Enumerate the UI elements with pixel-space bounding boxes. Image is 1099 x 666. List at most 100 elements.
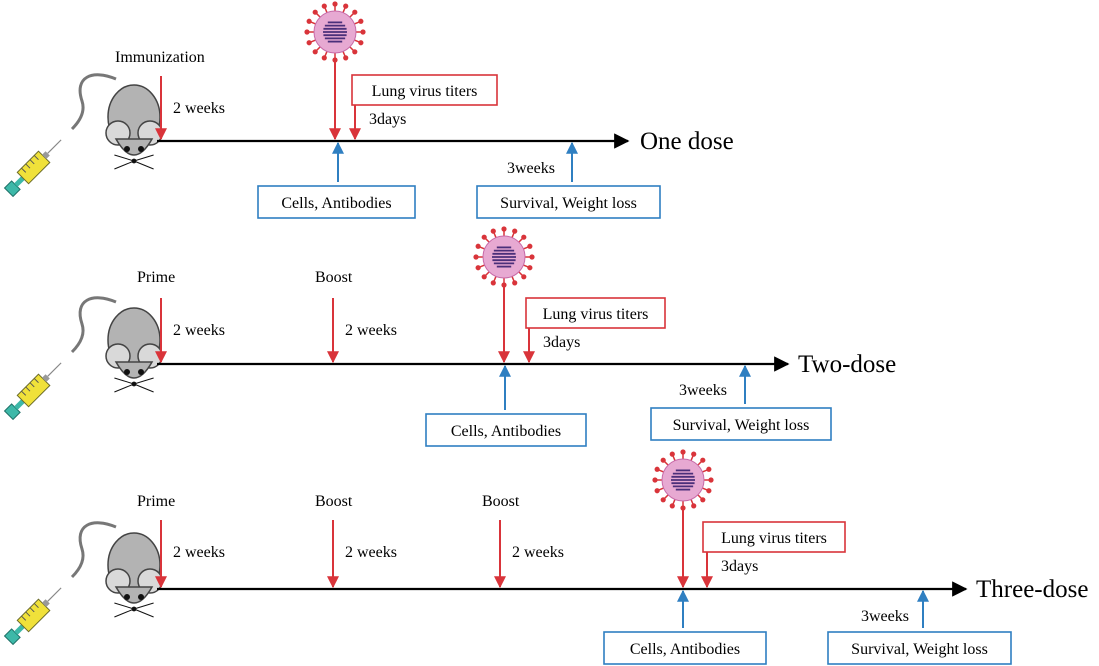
- virus-spike-tip: [343, 3, 349, 9]
- virus-spike-tip: [352, 9, 358, 15]
- virus-spike-tip: [669, 451, 675, 457]
- survival-interval: 3weeks: [679, 382, 727, 399]
- cells-antibodies-box-label: Cells, Antibodies: [451, 423, 561, 440]
- dose-interval: 2 weeks: [512, 544, 564, 561]
- syringe-needle: [47, 139, 62, 154]
- syringe-tick: [33, 603, 39, 609]
- syringe-needle: [47, 587, 62, 602]
- mouse-tail: [70, 296, 117, 354]
- survival-weight-box: Survival, Weight loss: [827, 631, 1012, 665]
- cells-antibodies-box-frame: [257, 185, 416, 219]
- virus-spike-tip: [475, 243, 481, 249]
- virus-spike-tip: [680, 505, 686, 511]
- mouse-eye: [138, 146, 144, 152]
- lung-titer-box-label: Lung virus titers: [721, 530, 827, 547]
- virus-spike-tip: [706, 488, 712, 494]
- survival-weight-box: Survival, Weight loss: [476, 185, 661, 219]
- mouse-whisker: [114, 154, 135, 162]
- syringe-tick: [25, 386, 31, 392]
- dose-label: Boost: [315, 269, 353, 286]
- syringe-plunger-cap: [3, 403, 21, 421]
- titer-interval: 3days: [543, 334, 580, 351]
- cells-antibodies-box: Cells, Antibodies: [603, 631, 767, 665]
- survival-weight-box-frame: [476, 185, 661, 219]
- dose-interval: 2 weeks: [345, 322, 397, 339]
- syringe-tick: [25, 611, 31, 617]
- virus-spike-tip: [343, 55, 349, 61]
- dose-label: Boost: [482, 493, 520, 510]
- syringe-tip: [42, 151, 50, 159]
- virus-spike-tip: [700, 497, 706, 503]
- mouse-whisker: [114, 602, 135, 610]
- syringe-tick: [25, 163, 31, 169]
- syringe-tick: [21, 167, 27, 173]
- dose-interval: 2 weeks: [173, 544, 225, 561]
- virus-spike-tip: [490, 228, 496, 234]
- syringe-tick: [21, 390, 27, 396]
- virus-spike-tip: [501, 226, 507, 232]
- dose-label: Prime: [137, 493, 175, 510]
- syringe-tick: [21, 615, 27, 621]
- mouse-tail: [70, 521, 117, 579]
- syringe-tick: [29, 159, 35, 165]
- virus-spike-tip: [358, 18, 364, 24]
- virus-spike-tip: [660, 497, 666, 503]
- syringe-tip: [42, 599, 50, 607]
- virus-spike-tip: [669, 503, 675, 509]
- syringe-tick: [33, 155, 39, 161]
- mouse-tail: [70, 73, 117, 131]
- virus-spike-tip: [481, 234, 487, 240]
- mouse-icon: [70, 296, 163, 393]
- cells-antibodies-box-label: Cells, Antibodies: [281, 195, 391, 212]
- mouse-whisker: [114, 608, 135, 618]
- virus-spike-tip: [501, 282, 507, 288]
- mouse-whisker: [114, 383, 135, 393]
- virus-spike-tip: [332, 1, 338, 7]
- virus-spike-tip: [708, 477, 714, 483]
- virus-spike-tip: [360, 29, 366, 35]
- cells-antibodies-box-label: Cells, Antibodies: [630, 641, 740, 658]
- mouse-whisker: [114, 160, 135, 170]
- virus-spike-tip: [527, 243, 533, 249]
- virus-icon: [304, 1, 366, 63]
- virus-spike-tip: [660, 457, 666, 463]
- dose-interval: 2 weeks: [345, 544, 397, 561]
- dose-label: Immunization: [115, 49, 205, 66]
- mouse-whisker: [133, 383, 154, 393]
- survival-weight-box-frame: [827, 631, 1012, 665]
- dose-interval: 2 weeks: [173, 100, 225, 117]
- virus-spike-tip: [321, 55, 327, 61]
- virus-spike-tip: [332, 57, 338, 63]
- survival-weight-box: Survival, Weight loss: [650, 407, 832, 441]
- virus-spike-tip: [700, 457, 706, 463]
- lung-titer-box-frame: [351, 74, 498, 106]
- dose-label: Prime: [137, 269, 175, 286]
- virus-spike-tip: [521, 274, 527, 280]
- syringe-icon: [3, 587, 62, 646]
- mouse-whisker: [133, 160, 154, 170]
- mouse-whisker: [133, 377, 154, 385]
- virus-spike-tip: [304, 29, 310, 35]
- mouse-head: [114, 586, 154, 604]
- lung-titer-box-label: Lung virus titers: [543, 306, 649, 323]
- virus-spike-tip: [312, 9, 318, 15]
- titer-interval: 3days: [721, 558, 758, 575]
- virus-spike-tip: [490, 280, 496, 286]
- virus-spike-tip: [481, 274, 487, 280]
- lung-titer-box: Lung virus titers: [351, 74, 498, 106]
- virus-spike-tip: [691, 451, 697, 457]
- mouse-whisker: [133, 602, 154, 610]
- virus-spike-tip: [312, 49, 318, 55]
- mouse-eye: [138, 369, 144, 375]
- virus-spike-tip: [680, 449, 686, 455]
- lung-titer-box-frame: [702, 521, 846, 553]
- mouse-eye: [124, 146, 130, 152]
- cells-antibodies-box-frame: [425, 413, 587, 447]
- syringe-plunger-rod: [14, 624, 25, 635]
- mouse-head: [114, 361, 154, 379]
- mouse-eye: [124, 594, 130, 600]
- virus-spike-tip: [306, 40, 312, 46]
